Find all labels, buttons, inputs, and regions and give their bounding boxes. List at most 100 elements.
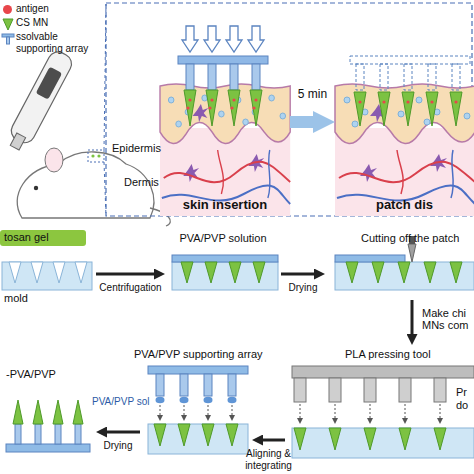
supporting-array [178,424,190,446]
microneedle-patch [228,90,240,126]
mold-with-solution [205,262,217,283]
process-panel: patch dis [335,28,474,216]
process-panel: PLA pressing tool [285,345,474,467]
pressing-tool [405,404,406,418]
step-label: skin insertion [160,198,290,213]
final-patch [55,424,61,444]
step-label: -PVA/PVP [6,368,96,381]
microneedle-patch [182,26,198,52]
arrow-connector [103,431,140,434]
pressing-tool [437,418,443,424]
final-patch [15,424,21,444]
mouse-outline [45,148,63,172]
applicator-device [10,133,25,150]
final-patch [13,400,23,424]
mouse-outline [97,154,100,157]
embedded-tips [380,64,388,90]
pressing-tool [370,404,371,418]
mold [75,262,87,283]
supporting-array [181,415,187,421]
pressing-tool [364,428,376,450]
pressing-tool [294,378,306,402]
pressing-tool [332,418,338,424]
supporting-array [160,405,232,415]
embedded-tips [382,100,385,103]
supporting-array [204,397,213,403]
microneedle-patch [230,106,233,109]
mold-with-solution [172,255,278,290]
process-panel: mold [0,250,96,308]
supporting-array [208,405,209,415]
supporting-array [226,424,238,446]
mold [31,262,43,283]
pressing-tool [335,404,336,418]
illustration [160,84,290,216]
final-patch [35,424,41,444]
final-patch [33,400,43,424]
pressing-tool [297,418,303,424]
legend-sample [7,37,10,44]
final-patch [6,444,90,452]
final-patch [53,400,63,424]
step-label: patch dis [335,198,474,213]
pressing-tool [434,428,446,450]
microneedle-patch [206,90,218,126]
legend-sample [3,19,13,30]
pressing-tool [434,378,446,402]
supporting-array [184,405,185,415]
supporting-array [232,405,233,415]
supporting-array [148,424,248,454]
legend-sample [1,31,15,45]
mold [2,262,92,290]
microneedle-patch [250,90,262,126]
pressing-tool [300,404,301,418]
supporting-array [228,374,236,396]
pressing-tool [329,378,341,402]
microneedle-patch [232,98,235,101]
microneedle-patch [186,64,194,90]
supporting-array [156,374,164,396]
arrow-connector [96,273,158,276]
embedded-tips [428,64,436,90]
process-panel: PVA/PVP solution [165,230,281,300]
final-patch [73,400,83,424]
embedded-tips [350,56,470,126]
mold-cutting [424,262,436,283]
pressing-tool [329,428,341,450]
supporting-array [229,415,235,421]
supporting-array [202,424,214,446]
pressing-tool [300,404,440,418]
step-label: tosan gel [4,231,84,244]
arrow-connector [411,300,414,338]
legend-text: CS MN [16,17,100,29]
mold [53,262,65,283]
mold-cutting [335,236,474,290]
process-panel: skin insertion [160,28,290,216]
annotation: Pr do [456,386,474,411]
microneedle-patch [178,26,268,126]
mold-with-solution [229,262,241,283]
gel-bar: tosan gel [0,230,86,246]
pressing-tool [402,418,408,424]
supporting-array [180,374,188,396]
pressing-tool [440,404,441,418]
annotation: Epidermis [112,142,172,155]
annotation: PVA/PVP sol [92,396,162,408]
supporting-array [157,415,163,421]
embedded-tips [406,100,409,103]
embedded-tips [378,92,390,126]
embedded-tips [356,64,364,90]
mouse-outline [91,154,94,157]
mold-cutting [335,255,405,262]
step-label: Cutting off the patch [361,232,474,245]
mold-cutting [408,244,416,262]
arrow-connector [290,116,321,128]
process-panel: -PVA/PVP [0,366,96,461]
mold [2,262,92,290]
arrow-connector [281,273,318,276]
mold-cutting [450,262,462,283]
embedded-tips [430,100,433,103]
mold-with-solution [172,262,278,290]
mold-cutting [372,262,384,283]
